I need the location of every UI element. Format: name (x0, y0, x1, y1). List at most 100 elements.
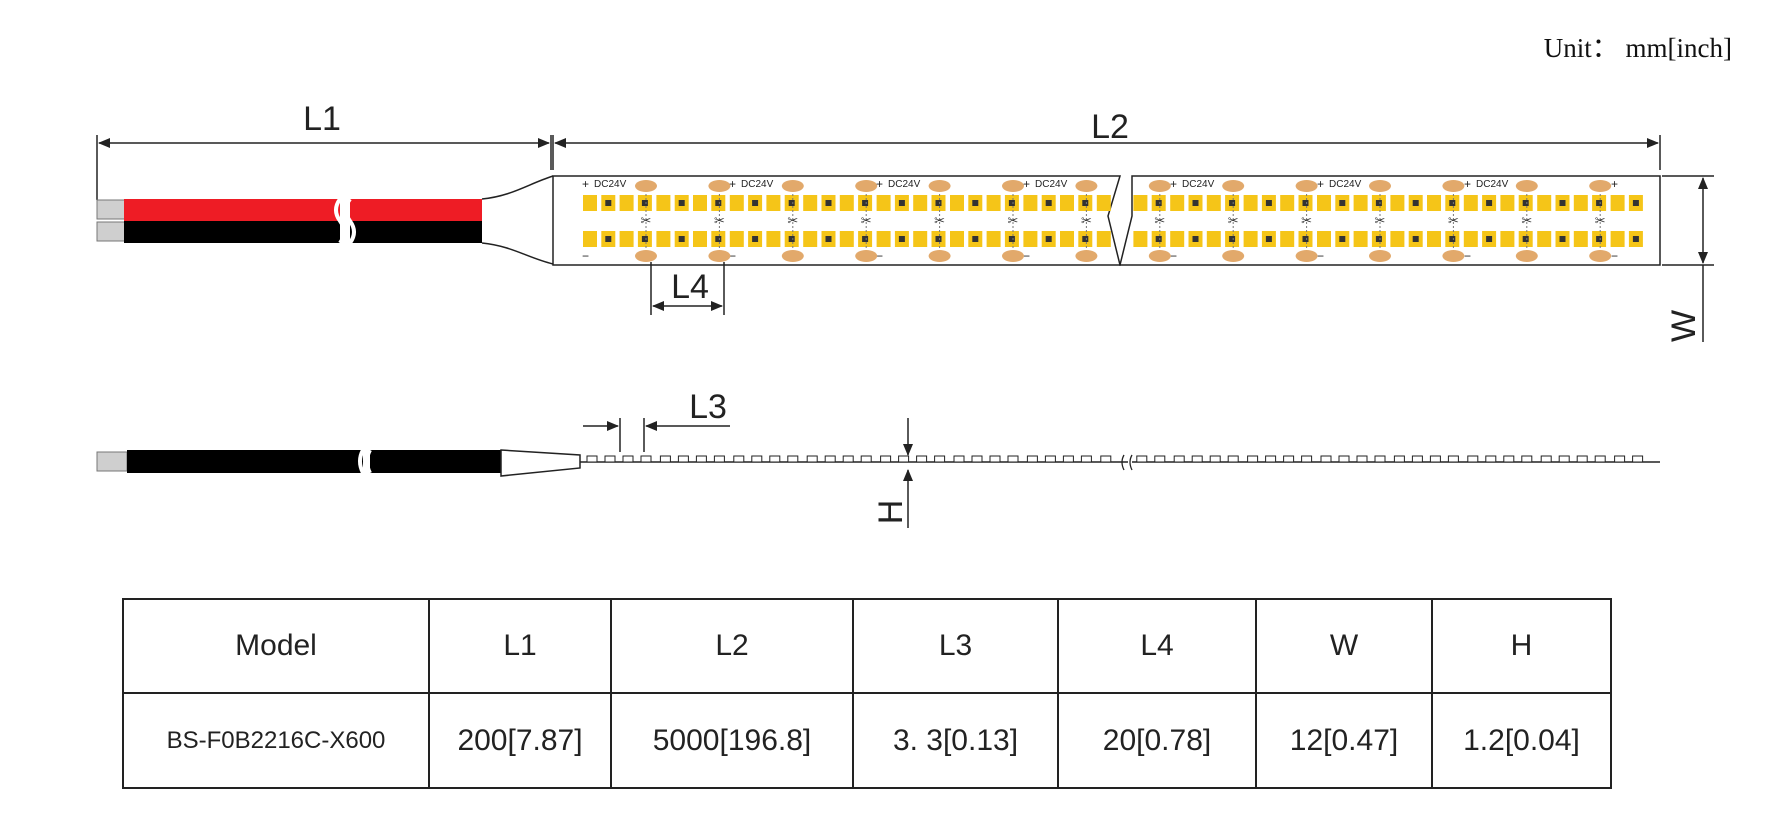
led-chip-die (1082, 236, 1089, 242)
led-chip-die (715, 236, 722, 242)
minus-mark: − (1317, 249, 1324, 263)
led-chip (1500, 231, 1515, 247)
led-chip (583, 231, 597, 247)
led-chip-die (1412, 200, 1419, 206)
led-chip-die (788, 236, 795, 242)
led-chip (693, 195, 707, 211)
led-strip-drawing: L1 L2 DC24V+−DC24V+−DC24V+−DC24V+− DC24V… (96, 100, 1714, 528)
led-chip (1206, 195, 1221, 211)
led-chip-die (935, 236, 942, 242)
led-chip-die (1339, 200, 1346, 206)
scissors-icon: ✂ (1375, 214, 1386, 229)
led-chip-die (641, 236, 648, 242)
led-chip (1206, 231, 1221, 247)
led-chip-die (1632, 200, 1639, 206)
led-chip (876, 195, 891, 211)
scissors-icon: ✂ (641, 214, 652, 229)
side-chip (733, 455, 745, 463)
plus-mark: + (1611, 177, 1618, 191)
side-chip (1136, 455, 1148, 463)
copper-pad (1295, 250, 1318, 262)
led-chip (583, 195, 597, 211)
copper-pad (1075, 180, 1098, 192)
led-chip (619, 195, 634, 211)
led-chip (876, 231, 891, 247)
plus-mark: + (1023, 177, 1030, 191)
side-chip (1594, 455, 1606, 463)
led-chip-die (641, 200, 648, 206)
copper-pad (1002, 180, 1024, 192)
led-chip-die (1302, 200, 1309, 206)
led-chip (839, 195, 854, 211)
minus-mark: − (729, 249, 736, 263)
led-chip (1500, 195, 1515, 211)
led-chip (1427, 195, 1441, 211)
led-chip-die (1229, 236, 1236, 242)
led-chip-die (862, 200, 869, 206)
dimension-w: W (1662, 175, 1714, 342)
copper-pad (1222, 180, 1245, 192)
side-chip (1632, 455, 1644, 463)
led-chip (950, 231, 964, 247)
led-chip-die (678, 236, 685, 242)
side-chip (604, 455, 616, 463)
side-chip (1558, 455, 1570, 463)
voltage-mark: DC24V (1035, 179, 1068, 190)
led-chip-die (752, 236, 759, 242)
side-chip (1062, 455, 1074, 463)
header-model: Model (122, 598, 430, 694)
cell-h: 1.2[0.04] (1431, 692, 1612, 789)
side-chip (1521, 455, 1533, 463)
led-chip-die (1265, 200, 1272, 206)
side-chip (1080, 455, 1092, 463)
led-chip (766, 231, 781, 247)
side-chip (1247, 455, 1259, 463)
led-chip-die (1155, 236, 1162, 242)
led-chip (1463, 231, 1478, 247)
led-chip (1463, 195, 1478, 211)
led-chip (1573, 195, 1588, 211)
led-chip-die (825, 236, 832, 242)
led-strip-side (580, 454, 1660, 471)
led-chip (1023, 195, 1038, 211)
led-chip-die (605, 236, 612, 242)
led-chip-die (972, 236, 979, 242)
copper-pad (855, 250, 878, 262)
side-chip (806, 455, 818, 463)
header-l1: L1 (428, 598, 612, 694)
led-chip-die (1192, 200, 1199, 206)
led-chip-die (1082, 200, 1089, 206)
side-chip (971, 455, 983, 463)
led-chip (1353, 231, 1368, 247)
minus-mark: − (1464, 249, 1471, 263)
side-chip (1374, 455, 1386, 463)
led-chip (1537, 231, 1552, 247)
copper-pad (708, 180, 731, 192)
side-chip (622, 455, 634, 463)
minus-mark: − (876, 249, 883, 263)
dimension-l3: L3 (583, 388, 730, 452)
minus-mark: − (1611, 249, 1618, 263)
plus-mark: + (729, 177, 736, 191)
label-l3: L3 (689, 388, 727, 426)
led-chip (693, 231, 707, 247)
label-l1: L1 (303, 100, 341, 138)
side-chip (1614, 455, 1626, 463)
led-chip-die (1045, 200, 1052, 206)
side-chip (1154, 455, 1166, 463)
side-led-chips (586, 455, 1644, 463)
led-chip-die (1008, 200, 1015, 206)
scissors-icon: ✂ (787, 214, 798, 229)
side-chip (1301, 455, 1313, 463)
scissors-icon: ✂ (1008, 214, 1019, 229)
led-chip-die (678, 200, 685, 206)
scissors-icon: ✂ (1521, 214, 1532, 229)
led-chip (1133, 195, 1148, 211)
led-chip-die (1302, 236, 1309, 242)
copper-pad (928, 180, 951, 192)
side-chip (824, 455, 836, 463)
led-chip (839, 231, 854, 247)
led-chip-die (1265, 236, 1272, 242)
side-chip (1411, 455, 1423, 463)
side-chip (1044, 455, 1056, 463)
